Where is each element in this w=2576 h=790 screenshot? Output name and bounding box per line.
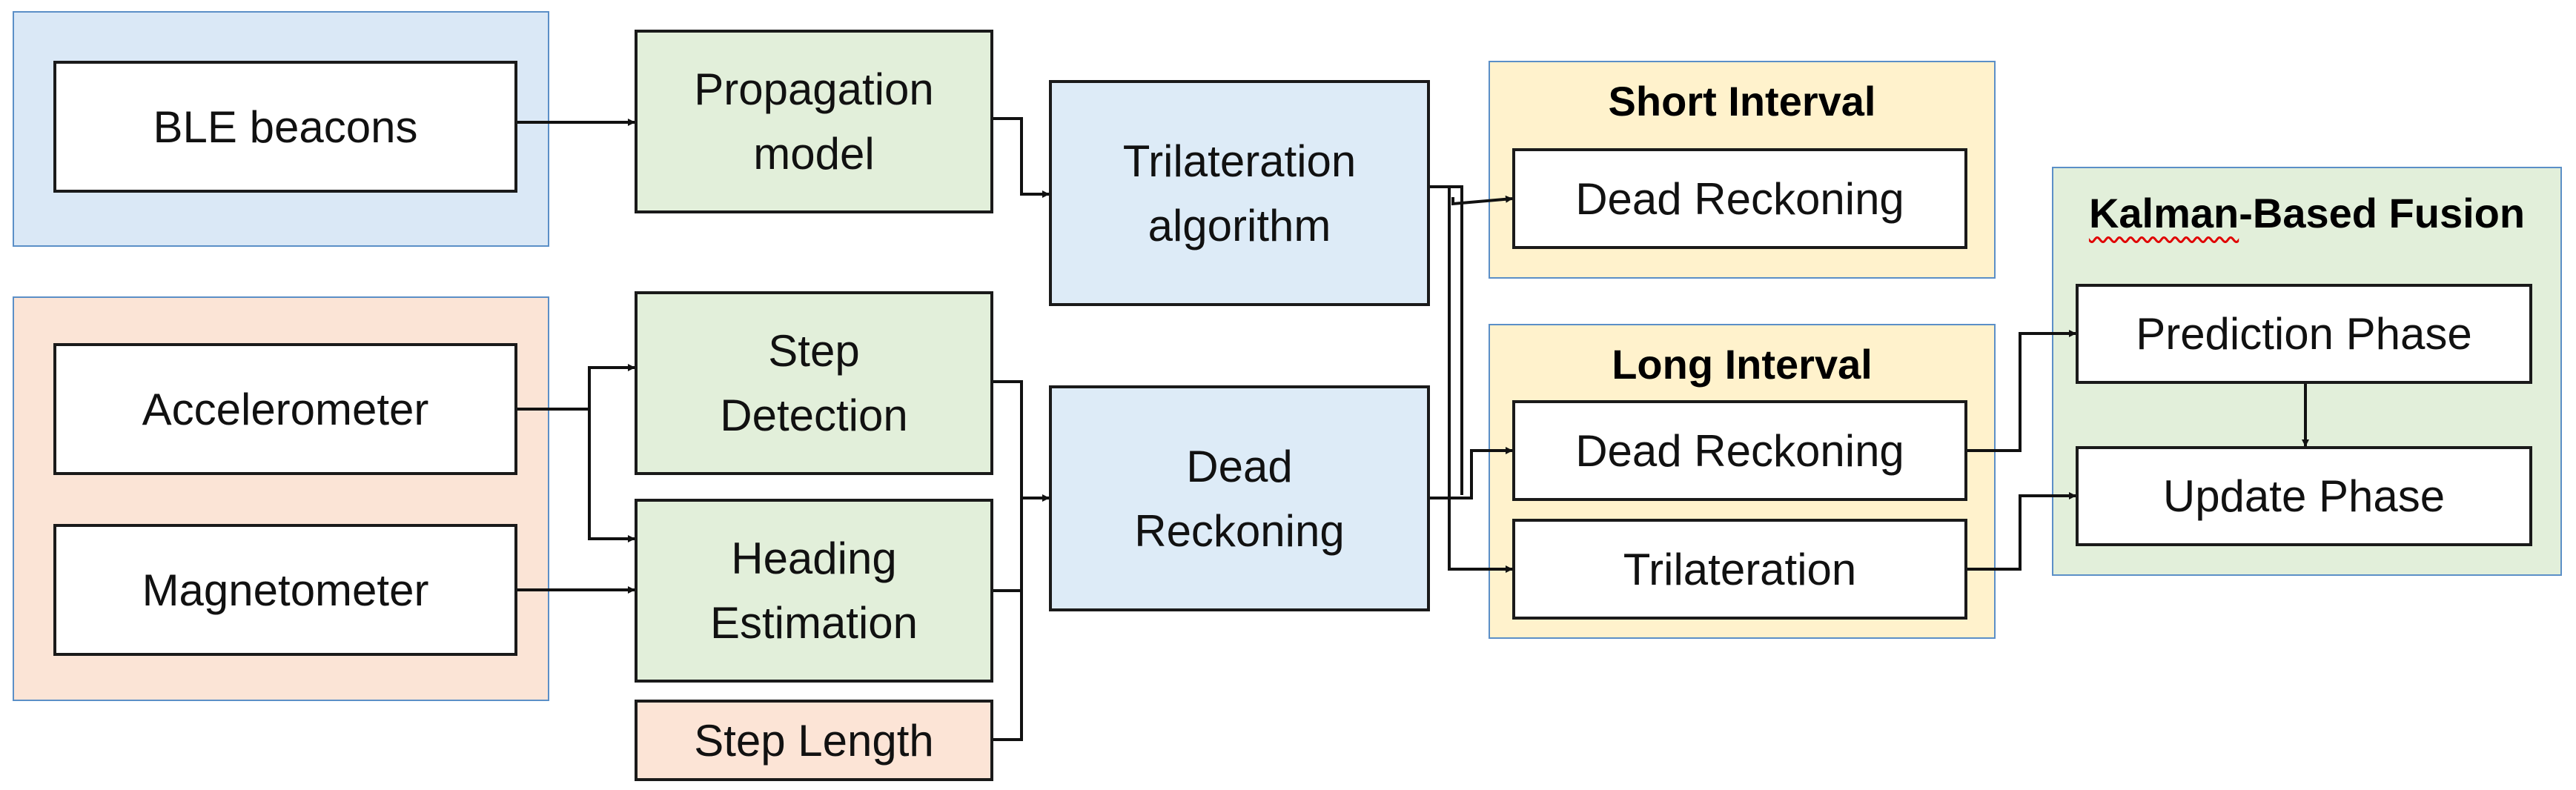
- trilateration-algorithm-box: Trilateration algorithm: [1049, 80, 1430, 306]
- propagation-to-trilateration-arrow: [993, 117, 1050, 198]
- accel-to-heading-arrow: [588, 409, 635, 542]
- step-length-to-dead-reckoning-line: [993, 498, 1023, 741]
- heading-estimation-box: Heading Estimation: [635, 499, 993, 683]
- magnetometer-label: Magnetometer: [142, 565, 429, 615]
- short-dead-reckoning-box: Dead Reckoning: [1512, 148, 1967, 249]
- step-detection-box: Step Detection: [635, 291, 993, 475]
- accelerometer-label: Accelerometer: [142, 384, 429, 434]
- magnetometer-box: Magnetometer: [53, 524, 517, 656]
- prediction-phase-label: Prediction Phase: [2136, 309, 2472, 359]
- update-phase-box: Update Phase: [2076, 446, 2532, 546]
- dead-reckoning-line2: Reckoning: [1134, 505, 1345, 556]
- long-interval-title: Long Interval: [1612, 341, 1873, 388]
- prediction-phase-box: Prediction Phase: [2076, 284, 2532, 384]
- trilateration-algorithm-line2: algorithm: [1148, 200, 1331, 250]
- heading-to-dead-reckoning-line: [993, 498, 1023, 592]
- trilateration-algorithm-line1: Trilateration: [1122, 136, 1357, 186]
- step-length-box: Step Length: [635, 700, 993, 781]
- propagation-model-line2: model: [753, 129, 875, 179]
- heading-estimation-line1: Heading: [731, 534, 897, 583]
- short-interval-title: Short Interval: [1608, 78, 1876, 125]
- long-dead-reckoning-label: Dead Reckoning: [1575, 425, 1904, 476]
- kalman-word: Kalman: [2088, 190, 2239, 236]
- kalman-fusion-title: Kalman-Based Fusion: [2053, 189, 2560, 237]
- accelerometer-box: Accelerometer: [53, 343, 517, 475]
- trilateration-to-short-dr-arrow: [1430, 185, 1512, 495]
- step-detection-line1: Step: [768, 326, 860, 376]
- step-length-label: Step Length: [694, 715, 934, 766]
- ble-beacons-box: BLE beacons: [53, 61, 517, 193]
- dead-reckoning-to-long-dr-arrow: [1430, 447, 1513, 499]
- long-trilateration-box: Trilateration: [1512, 519, 1967, 620]
- update-phase-label: Update Phase: [2162, 471, 2446, 521]
- short-dead-reckoning-label: Dead Reckoning: [1575, 173, 1904, 224]
- accel-to-step-detection-arrow: [517, 364, 635, 411]
- trilateration-to-long-trilateration-arrow: [1448, 187, 1513, 573]
- dead-reckoning-box: Dead Reckoning: [1049, 385, 1430, 611]
- long-trilateration-to-update-arrow: [1967, 492, 2076, 571]
- dead-reckoning-line1: Dead: [1186, 441, 1293, 491]
- ble-beacons-label: BLE beacons: [153, 102, 418, 152]
- propagation-model-box: Propagation model: [635, 30, 993, 213]
- fusion-title-rest: -Based Fusion: [2239, 190, 2526, 236]
- heading-estimation-line2: Estimation: [709, 598, 918, 648]
- step-detection-to-dead-reckoning-line: [993, 380, 1023, 498]
- propagation-model-line1: Propagation: [694, 64, 934, 114]
- long-trilateration-label: Trilateration: [1623, 544, 1857, 594]
- long-dead-reckoning-box: Dead Reckoning: [1512, 400, 1967, 501]
- long-dr-to-prediction-arrow: [1967, 330, 2076, 452]
- step-detection-line2: Detection: [720, 391, 908, 440]
